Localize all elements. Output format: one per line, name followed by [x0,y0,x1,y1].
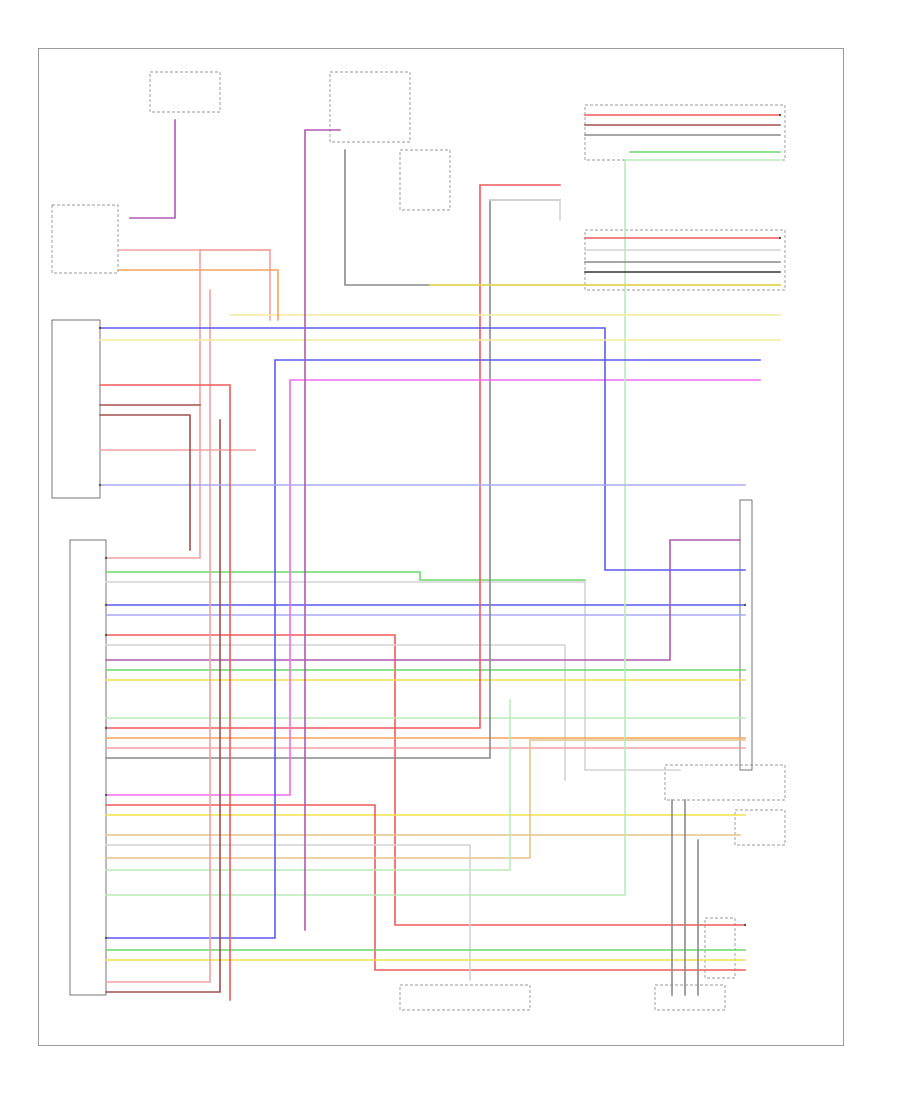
wire-red-4 [105,804,746,971]
pin [778,113,782,117]
wire-light-green-2 [105,699,511,871]
wire-blue-4 [99,327,746,571]
pin [104,793,108,797]
wire-white-1 [105,581,681,771]
diagram-frame [38,48,844,1046]
wire-red-2 [105,634,746,926]
wire-violet-2 [129,119,176,219]
pin [104,936,108,940]
ign-switch-block [149,71,221,113]
relay-block [329,71,411,143]
pin [778,236,782,240]
wire-violet-3 [304,129,341,931]
wire-white-2 [105,644,566,781]
wire-light-green-3 [105,159,781,896]
rh-door-switch-block [739,499,753,771]
pin [104,603,108,607]
wire-brown-1 [105,419,221,993]
pin [104,633,108,637]
wire-gray-1 [105,199,561,759]
wire-green-1 [105,571,586,581]
pin [104,726,108,730]
wire-brown-3 [99,414,191,551]
wire-orange-2 [117,269,279,321]
wire-violet-1 [105,539,741,661]
pin [104,556,108,560]
wire-gray-2 [344,149,781,286]
wires [99,114,781,1001]
wire-magenta-1 [105,379,761,796]
wire-blue-3 [105,359,761,939]
pin [743,603,747,607]
pin [743,923,747,927]
pin [98,483,102,487]
wire-white-5 [489,199,561,221]
wire-white-3 [105,844,471,981]
combination-meter-block [51,204,119,274]
wire-red-1 [105,249,271,559]
lh-motor-block [664,764,786,801]
wire-tan-2 [105,739,746,859]
bottom-switch-block [399,984,531,1011]
pin [98,326,102,330]
wire-red-5 [99,384,231,1001]
door-switch-lh-block [399,149,451,211]
wire-red-3 [105,184,561,729]
rh-motor-block [734,809,786,846]
ecu-block [69,539,107,996]
rh-connector-block-2 [584,229,786,291]
lighting-switch-block [51,319,101,499]
bottom-right-switch-block [654,984,726,1011]
connector-pins [98,113,782,940]
wire-pink-2 [105,289,211,983]
actuator-block [704,917,736,979]
